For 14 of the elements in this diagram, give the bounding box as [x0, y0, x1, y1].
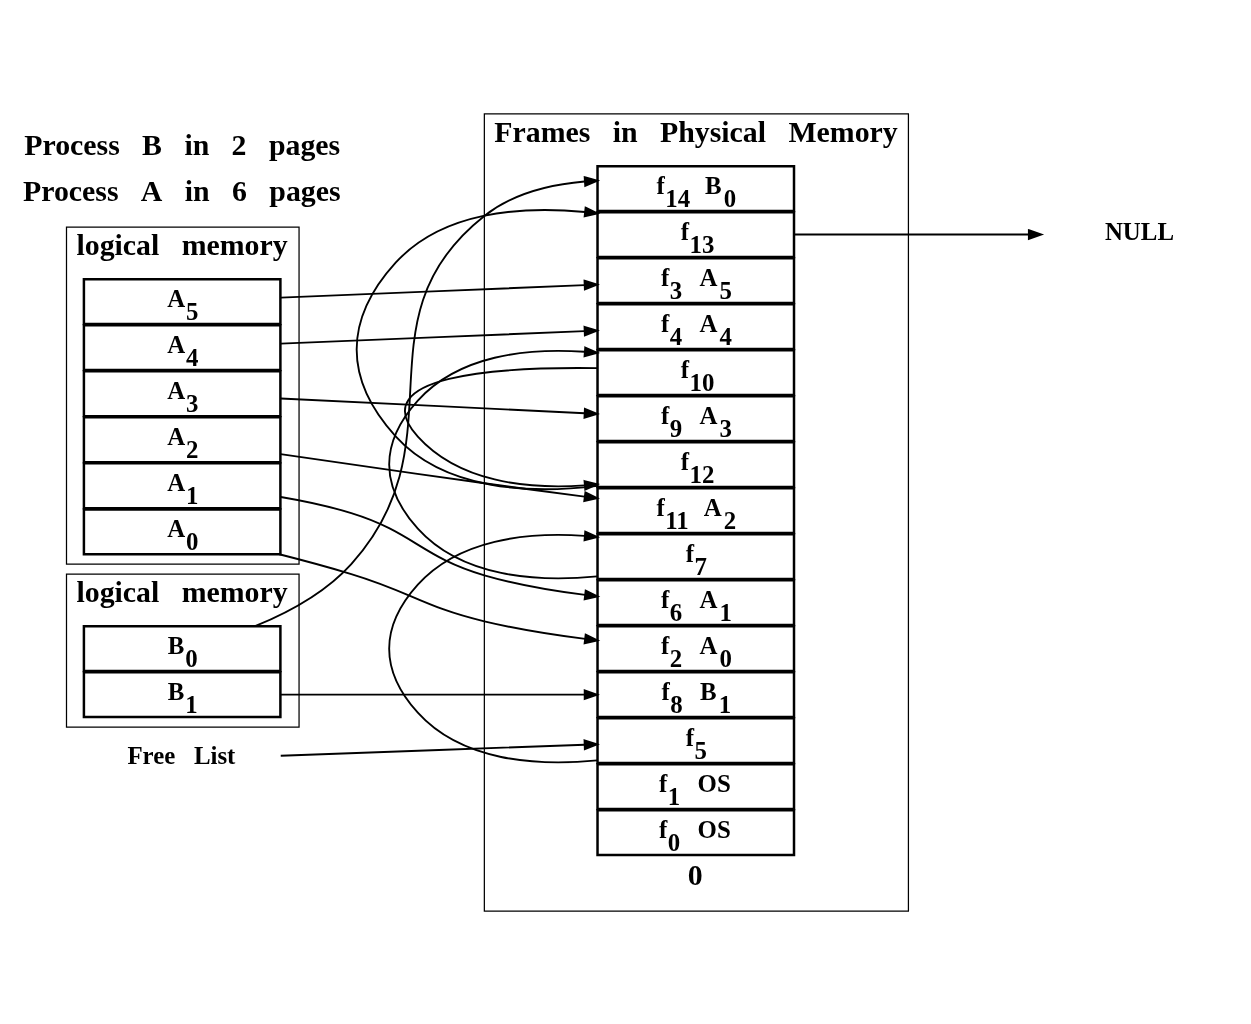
arrow	[793, 228, 1045, 240]
arrow	[279, 397, 600, 419]
label: Process B in 2 pages	[24, 127, 341, 161]
arrow	[278, 552, 601, 644]
arrow	[279, 325, 600, 345]
node-text: NULL	[1104, 217, 1174, 245]
node-text: Free List	[127, 741, 236, 769]
arrow	[279, 279, 600, 299]
arrow	[388, 529, 601, 763]
label: Process A in 6 pages	[22, 173, 341, 207]
arrow	[279, 495, 601, 600]
arrow	[279, 738, 600, 757]
node-label: 0	[687, 857, 703, 891]
arrow	[279, 688, 600, 700]
